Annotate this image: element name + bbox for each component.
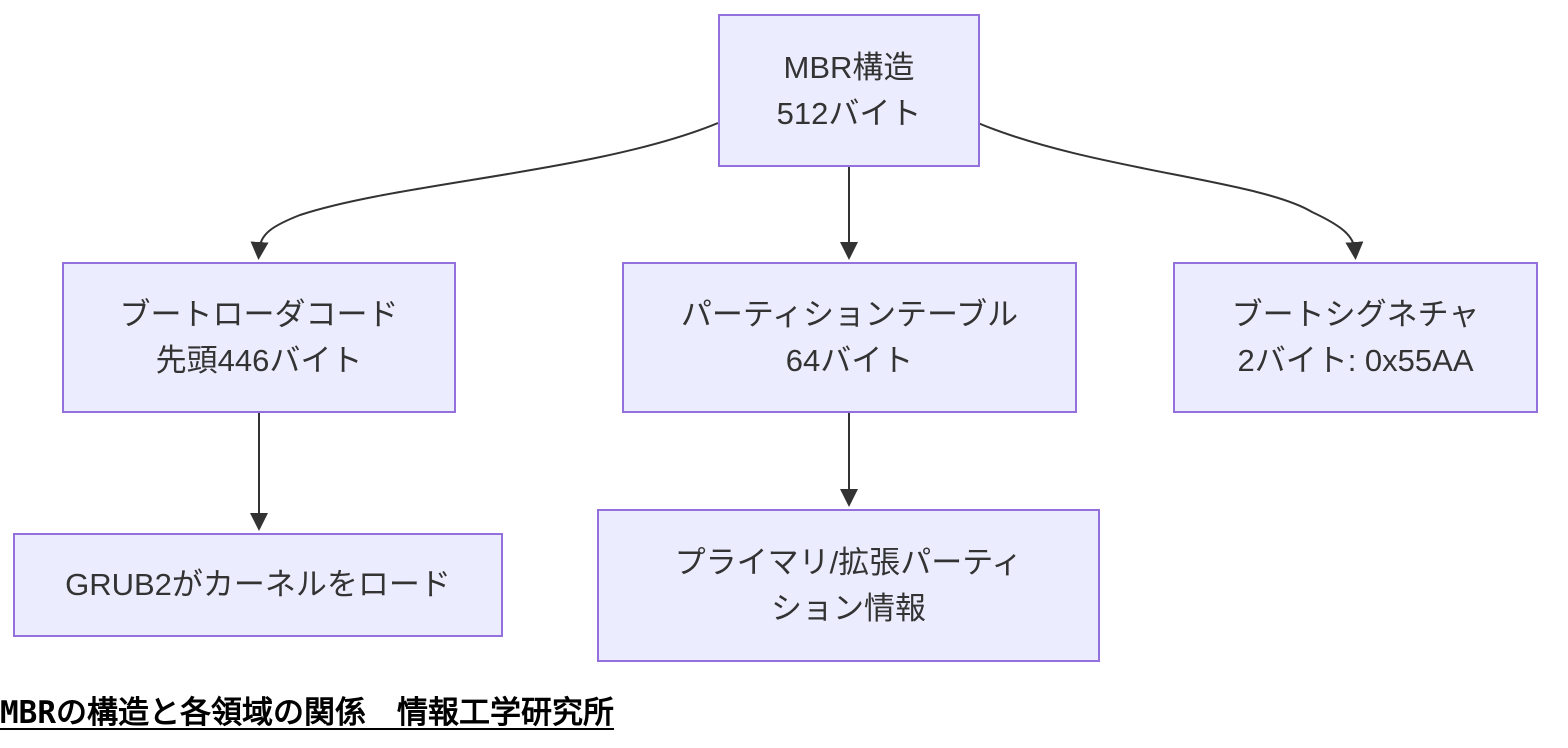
node-partition-info-label-line2: ション情報 <box>771 590 926 626</box>
node-mbr-label-line2: 512バイト <box>776 95 922 131</box>
edge-mbr-to-bootloader <box>250 122 719 260</box>
node-mbr: MBR構造 512バイト <box>718 14 980 167</box>
node-partition-table-label-line1: パーティションテーブル <box>680 296 1019 332</box>
node-partition-info-label-line1: プライマリ/拡張パーティ <box>674 544 1023 580</box>
node-bootloader-label-line2: 先頭446バイト <box>155 342 363 378</box>
node-partition-table: パーティションテーブル 64バイト <box>622 262 1077 413</box>
node-partition-table-label-line2: 64バイト <box>785 342 914 378</box>
node-boot-signature: ブートシグネチャ 2バイト: 0x55AA <box>1173 262 1538 413</box>
diagram-caption: MBRの構造と各領域の関係 情報工学研究所 <box>0 695 614 731</box>
node-bootloader-label-line1: ブートローダコード <box>119 296 399 332</box>
node-bootloader: ブートローダコード 先頭446バイト <box>62 262 456 413</box>
node-grub: GRUB2がカーネルをロード <box>13 533 503 637</box>
node-boot-signature-label-line1: ブートシグネチャ <box>1231 296 1480 332</box>
node-partition-info: プライマリ/拡張パーティ ション情報 <box>597 509 1100 662</box>
node-grub-label-line1: GRUB2がカーネルをロード <box>65 567 451 602</box>
node-mbr-label-line1: MBR構造 <box>783 49 915 85</box>
edge-mbr-to-boot-signature <box>977 122 1364 260</box>
node-boot-signature-label-line2: 2バイト: 0x55AA <box>1237 342 1474 378</box>
